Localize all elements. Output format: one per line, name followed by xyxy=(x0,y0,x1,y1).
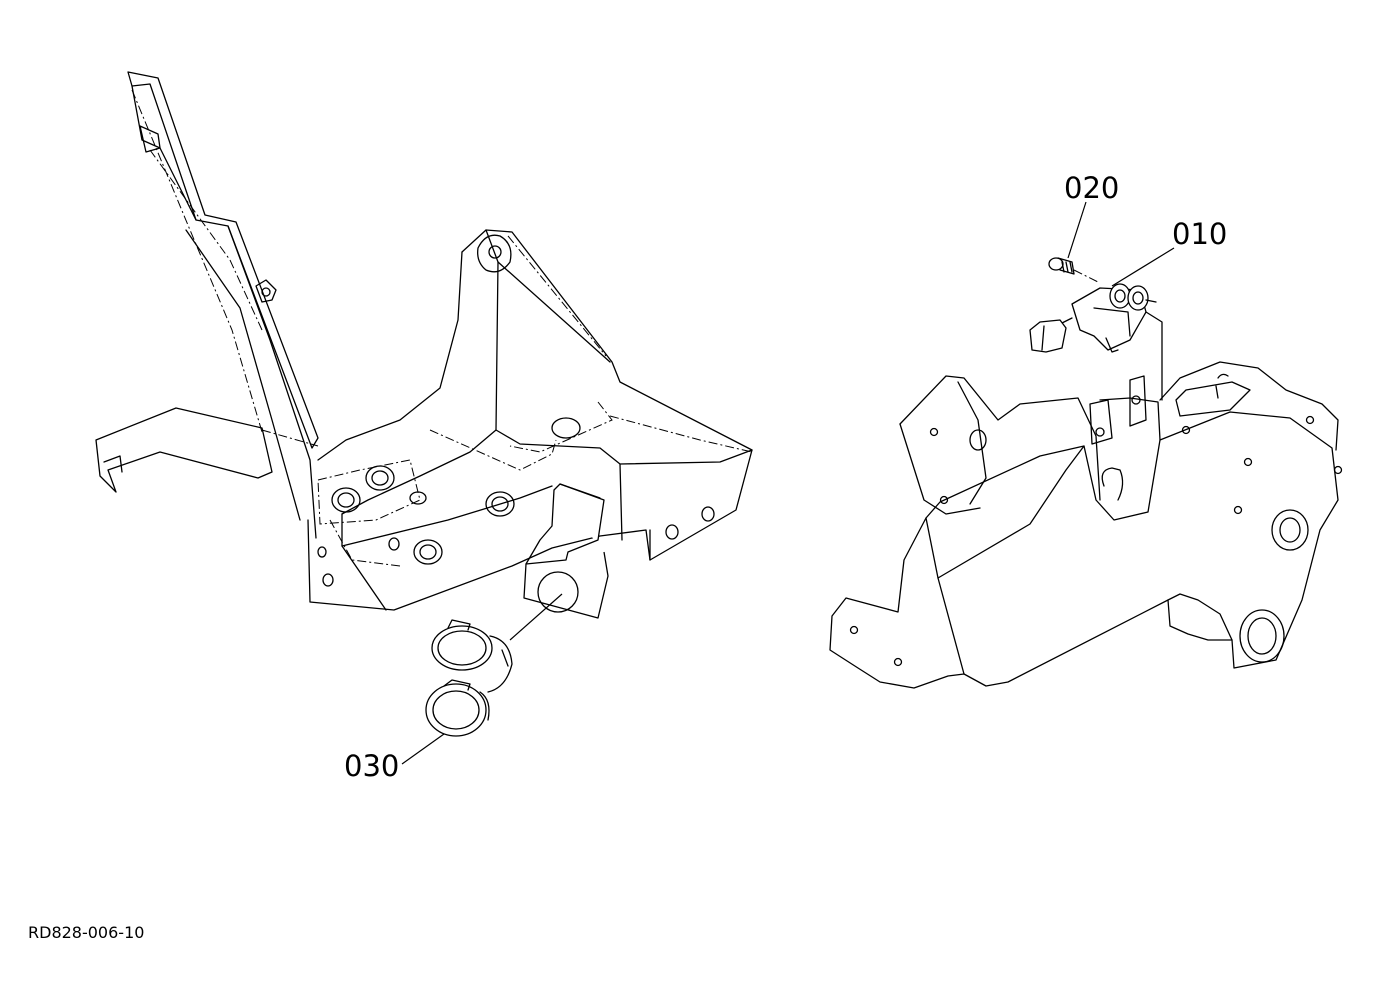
right-bracket-assembly xyxy=(829,361,1343,689)
callout-020: 020 xyxy=(1064,171,1119,205)
callout-030: 030 xyxy=(344,749,399,783)
reference-code: RD828-006-10 xyxy=(28,923,144,942)
left-bracket-frame xyxy=(95,71,753,611)
part-010-switch: 010 xyxy=(1029,217,1227,401)
boss-1 xyxy=(365,465,395,491)
boss-2 xyxy=(331,487,361,513)
part-030-cup-holder: 030 xyxy=(344,593,563,783)
callout-010: 010 xyxy=(1172,217,1227,251)
boss-3 xyxy=(485,491,515,517)
part-020-screw: 020 xyxy=(1048,171,1119,283)
cup-holder-bracket xyxy=(523,483,609,619)
boss-4 xyxy=(413,539,443,565)
